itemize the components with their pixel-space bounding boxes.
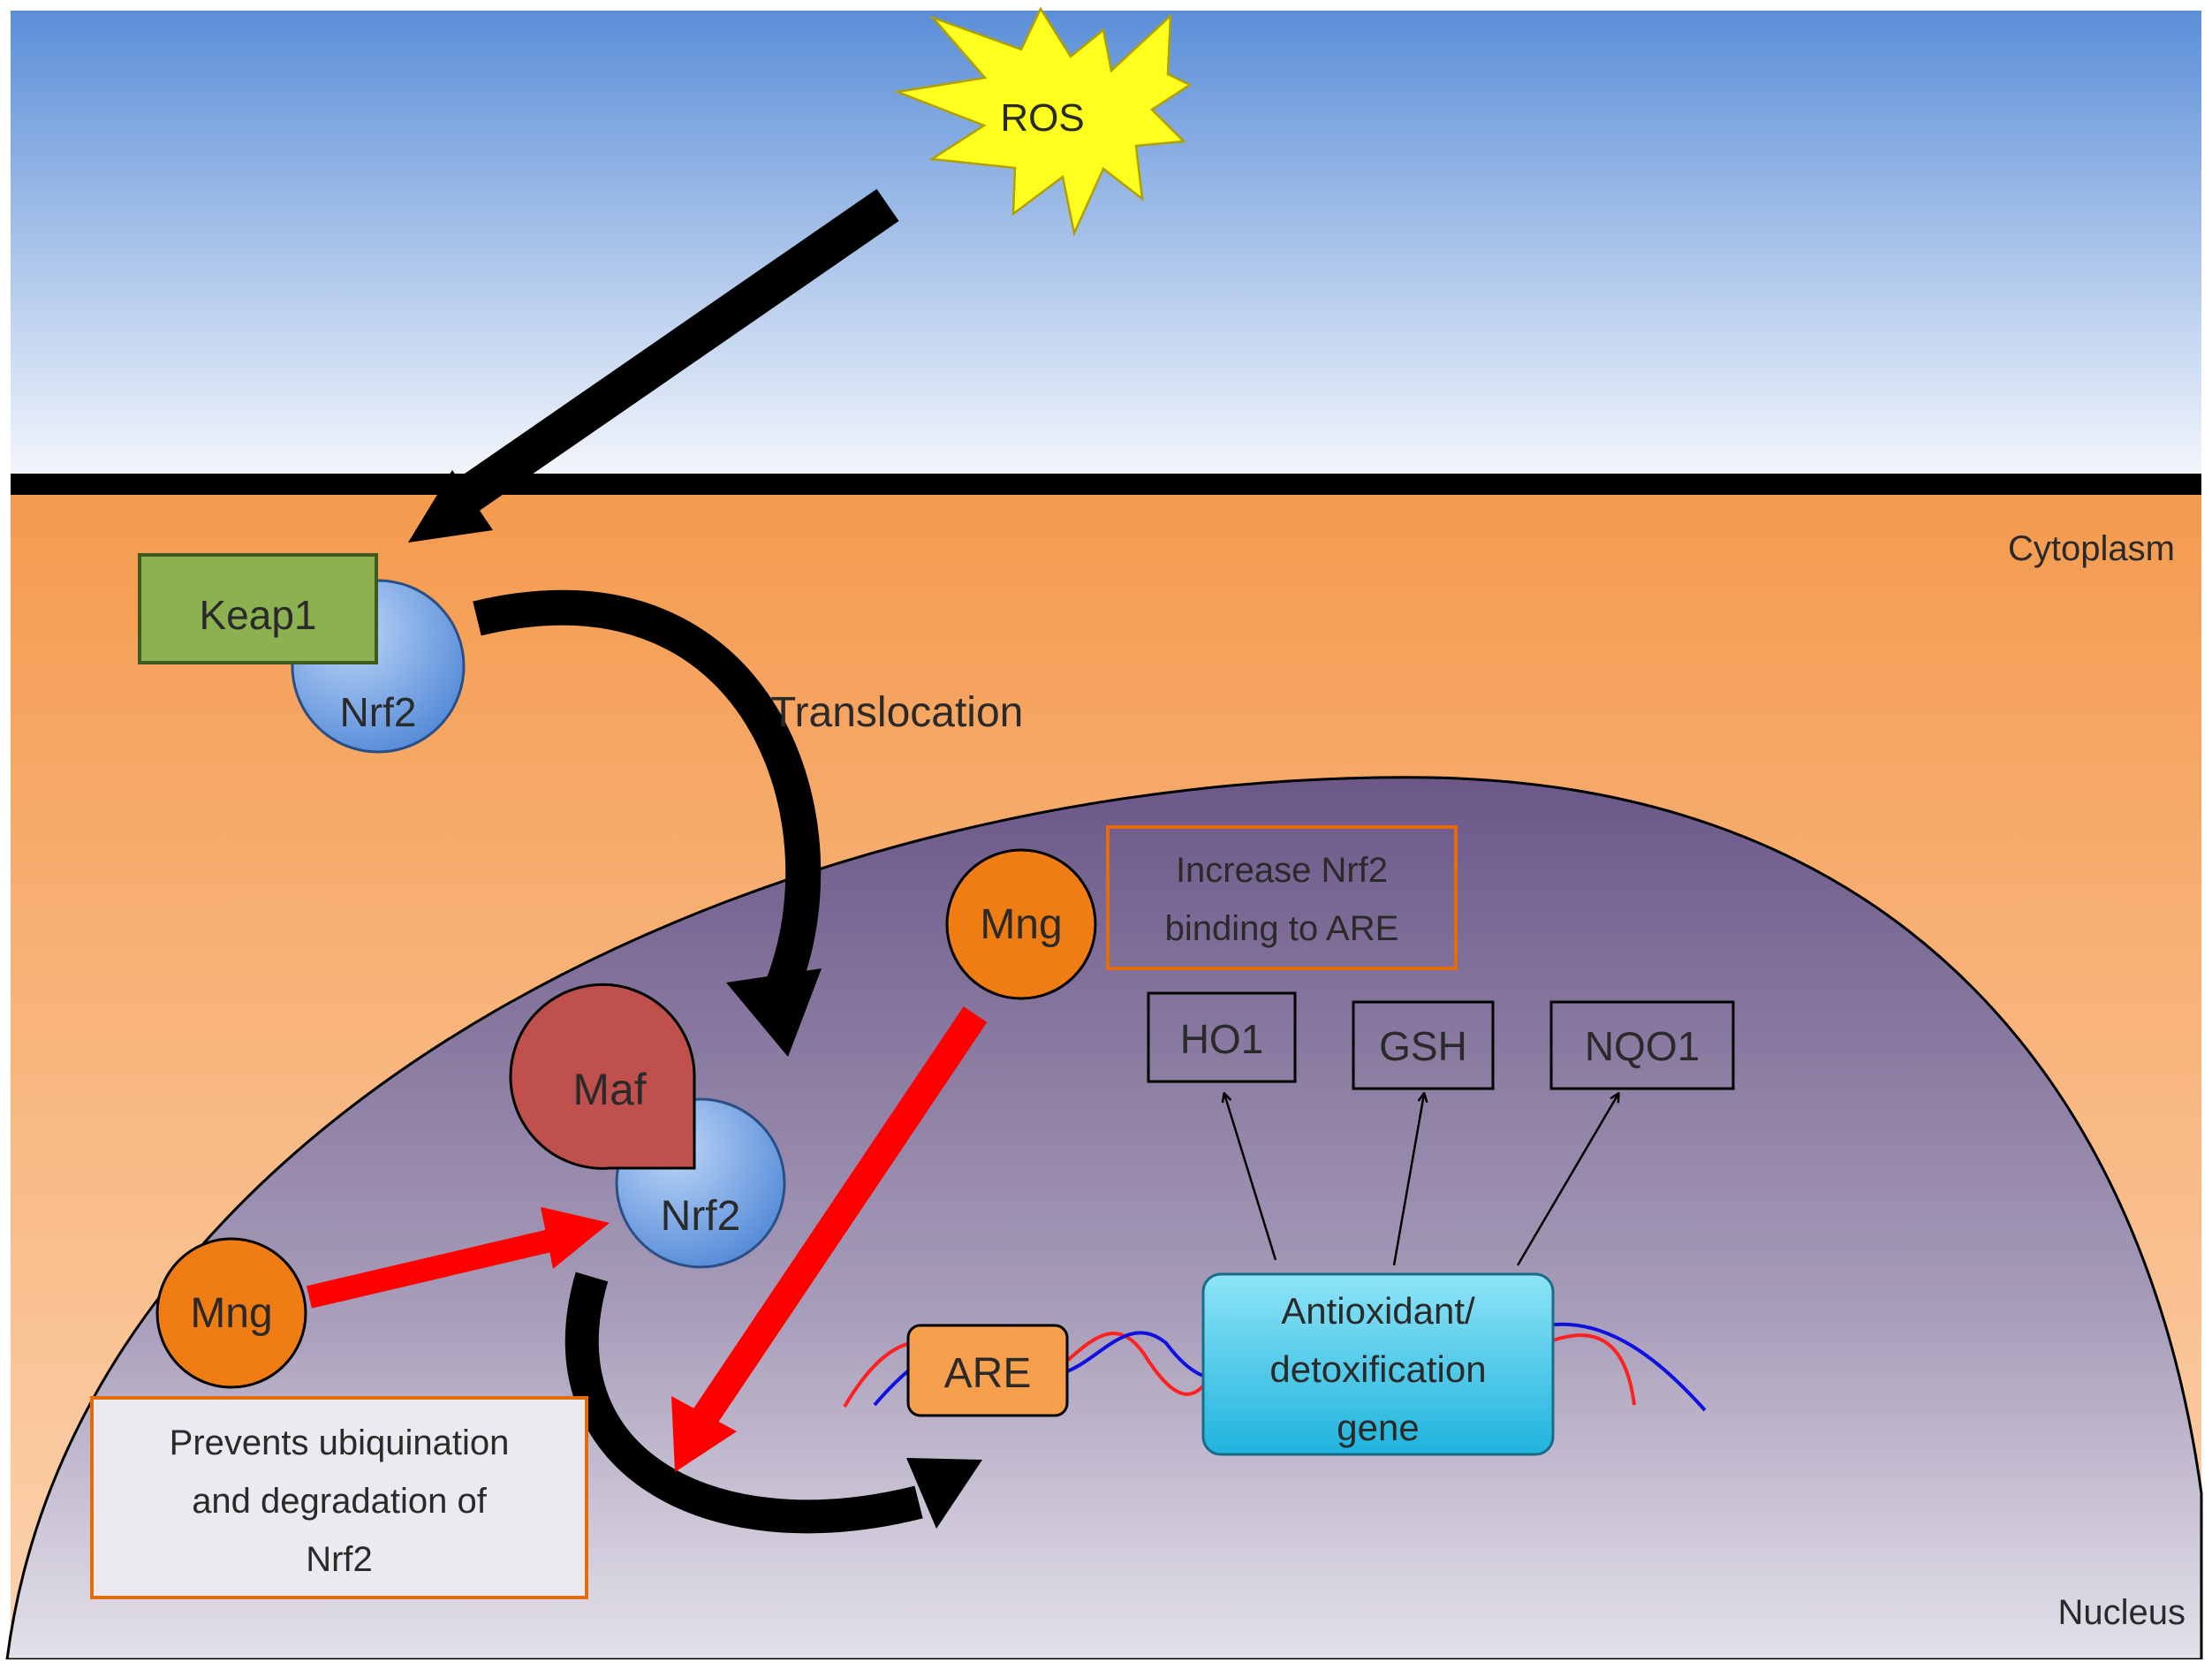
mng-left-note-line-1: Prevents ubiquination [170, 1423, 510, 1462]
gene-line-2: detoxification [1269, 1348, 1486, 1390]
target-ho1-box [1147, 991, 1297, 1083]
target-nqo1-box [1549, 1000, 1735, 1090]
are-element: ARE [906, 1324, 1069, 1417]
cell-membrane [11, 474, 2201, 495]
keap1-label: Keap1 [199, 592, 316, 638]
antioxidant-gene: Antioxidant/ detoxification gene [1201, 1272, 1555, 1456]
keap1-box [138, 553, 378, 664]
mng-left-note: Prevents ubiquination and degradation of… [90, 1396, 588, 1599]
are-label: ARE [944, 1350, 1032, 1397]
ros-to-keap1-arrow [408, 188, 899, 543]
mng-left-circle [155, 1237, 307, 1389]
cytoplasm-label: Cytoplasm [2008, 529, 2175, 568]
maf-nrf2-complex: Maf Nrf2 [509, 983, 786, 1269]
mng-right-note-box [1106, 825, 1458, 970]
mng-left-note-line-2: and degradation of [192, 1482, 488, 1521]
mng-right-note: Increase Nrf2 binding to ARE [1106, 825, 1458, 970]
gene-box [1201, 1272, 1555, 1456]
target-arrows [1224, 1094, 1618, 1266]
ros-label: ROS [1000, 96, 1084, 140]
target-ho1-label: HO1 [1180, 1016, 1264, 1062]
mng-right-note-line-1: Increase Nrf2 [1176, 851, 1388, 890]
target-nqo1: NQO1 [1549, 1000, 1735, 1090]
are-box [906, 1324, 1069, 1417]
cytoplasmic-nrf2-label: Nrf2 [340, 689, 417, 735]
mng-right-circle [945, 848, 1097, 1000]
mng-left-note-box [90, 1396, 588, 1599]
translocation-arrow [473, 589, 822, 1057]
maf-label: Maf [572, 1065, 646, 1114]
target-ho1: HO1 [1147, 991, 1297, 1083]
gene-line-3: gene [1337, 1407, 1419, 1448]
nucleus-label: Nucleus [2057, 1593, 2185, 1632]
mng-right: Mng [671, 848, 1097, 1472]
target-gsh-box [1352, 1000, 1495, 1090]
maf-shape [509, 983, 696, 1170]
mng-right-label: Mng [980, 901, 1062, 948]
mng-left-label: Mng [190, 1290, 272, 1337]
nrf2-to-are-arrow [564, 1271, 982, 1534]
keap1-nrf2-complex: Keap1 Nrf2 [138, 553, 466, 754]
mng-left-note-line-3: Nrf2 [306, 1540, 373, 1579]
target-gsh-label: GSH [1379, 1023, 1467, 1069]
target-nqo1-label: NQO1 [1585, 1023, 1700, 1069]
ros-stimulus: ROS [893, 6, 1193, 238]
mng-right-note-line-2: binding to ARE [1165, 909, 1399, 948]
target-gsh: GSH [1352, 1000, 1495, 1090]
gene-line-1: Antioxidant/ [1281, 1290, 1475, 1332]
translocation-label: Translocation [770, 689, 1023, 736]
mng-left: Mng [155, 1207, 610, 1389]
ros-star-shape [893, 6, 1193, 238]
nuclear-nrf2-label: Nrf2 [661, 1193, 741, 1240]
